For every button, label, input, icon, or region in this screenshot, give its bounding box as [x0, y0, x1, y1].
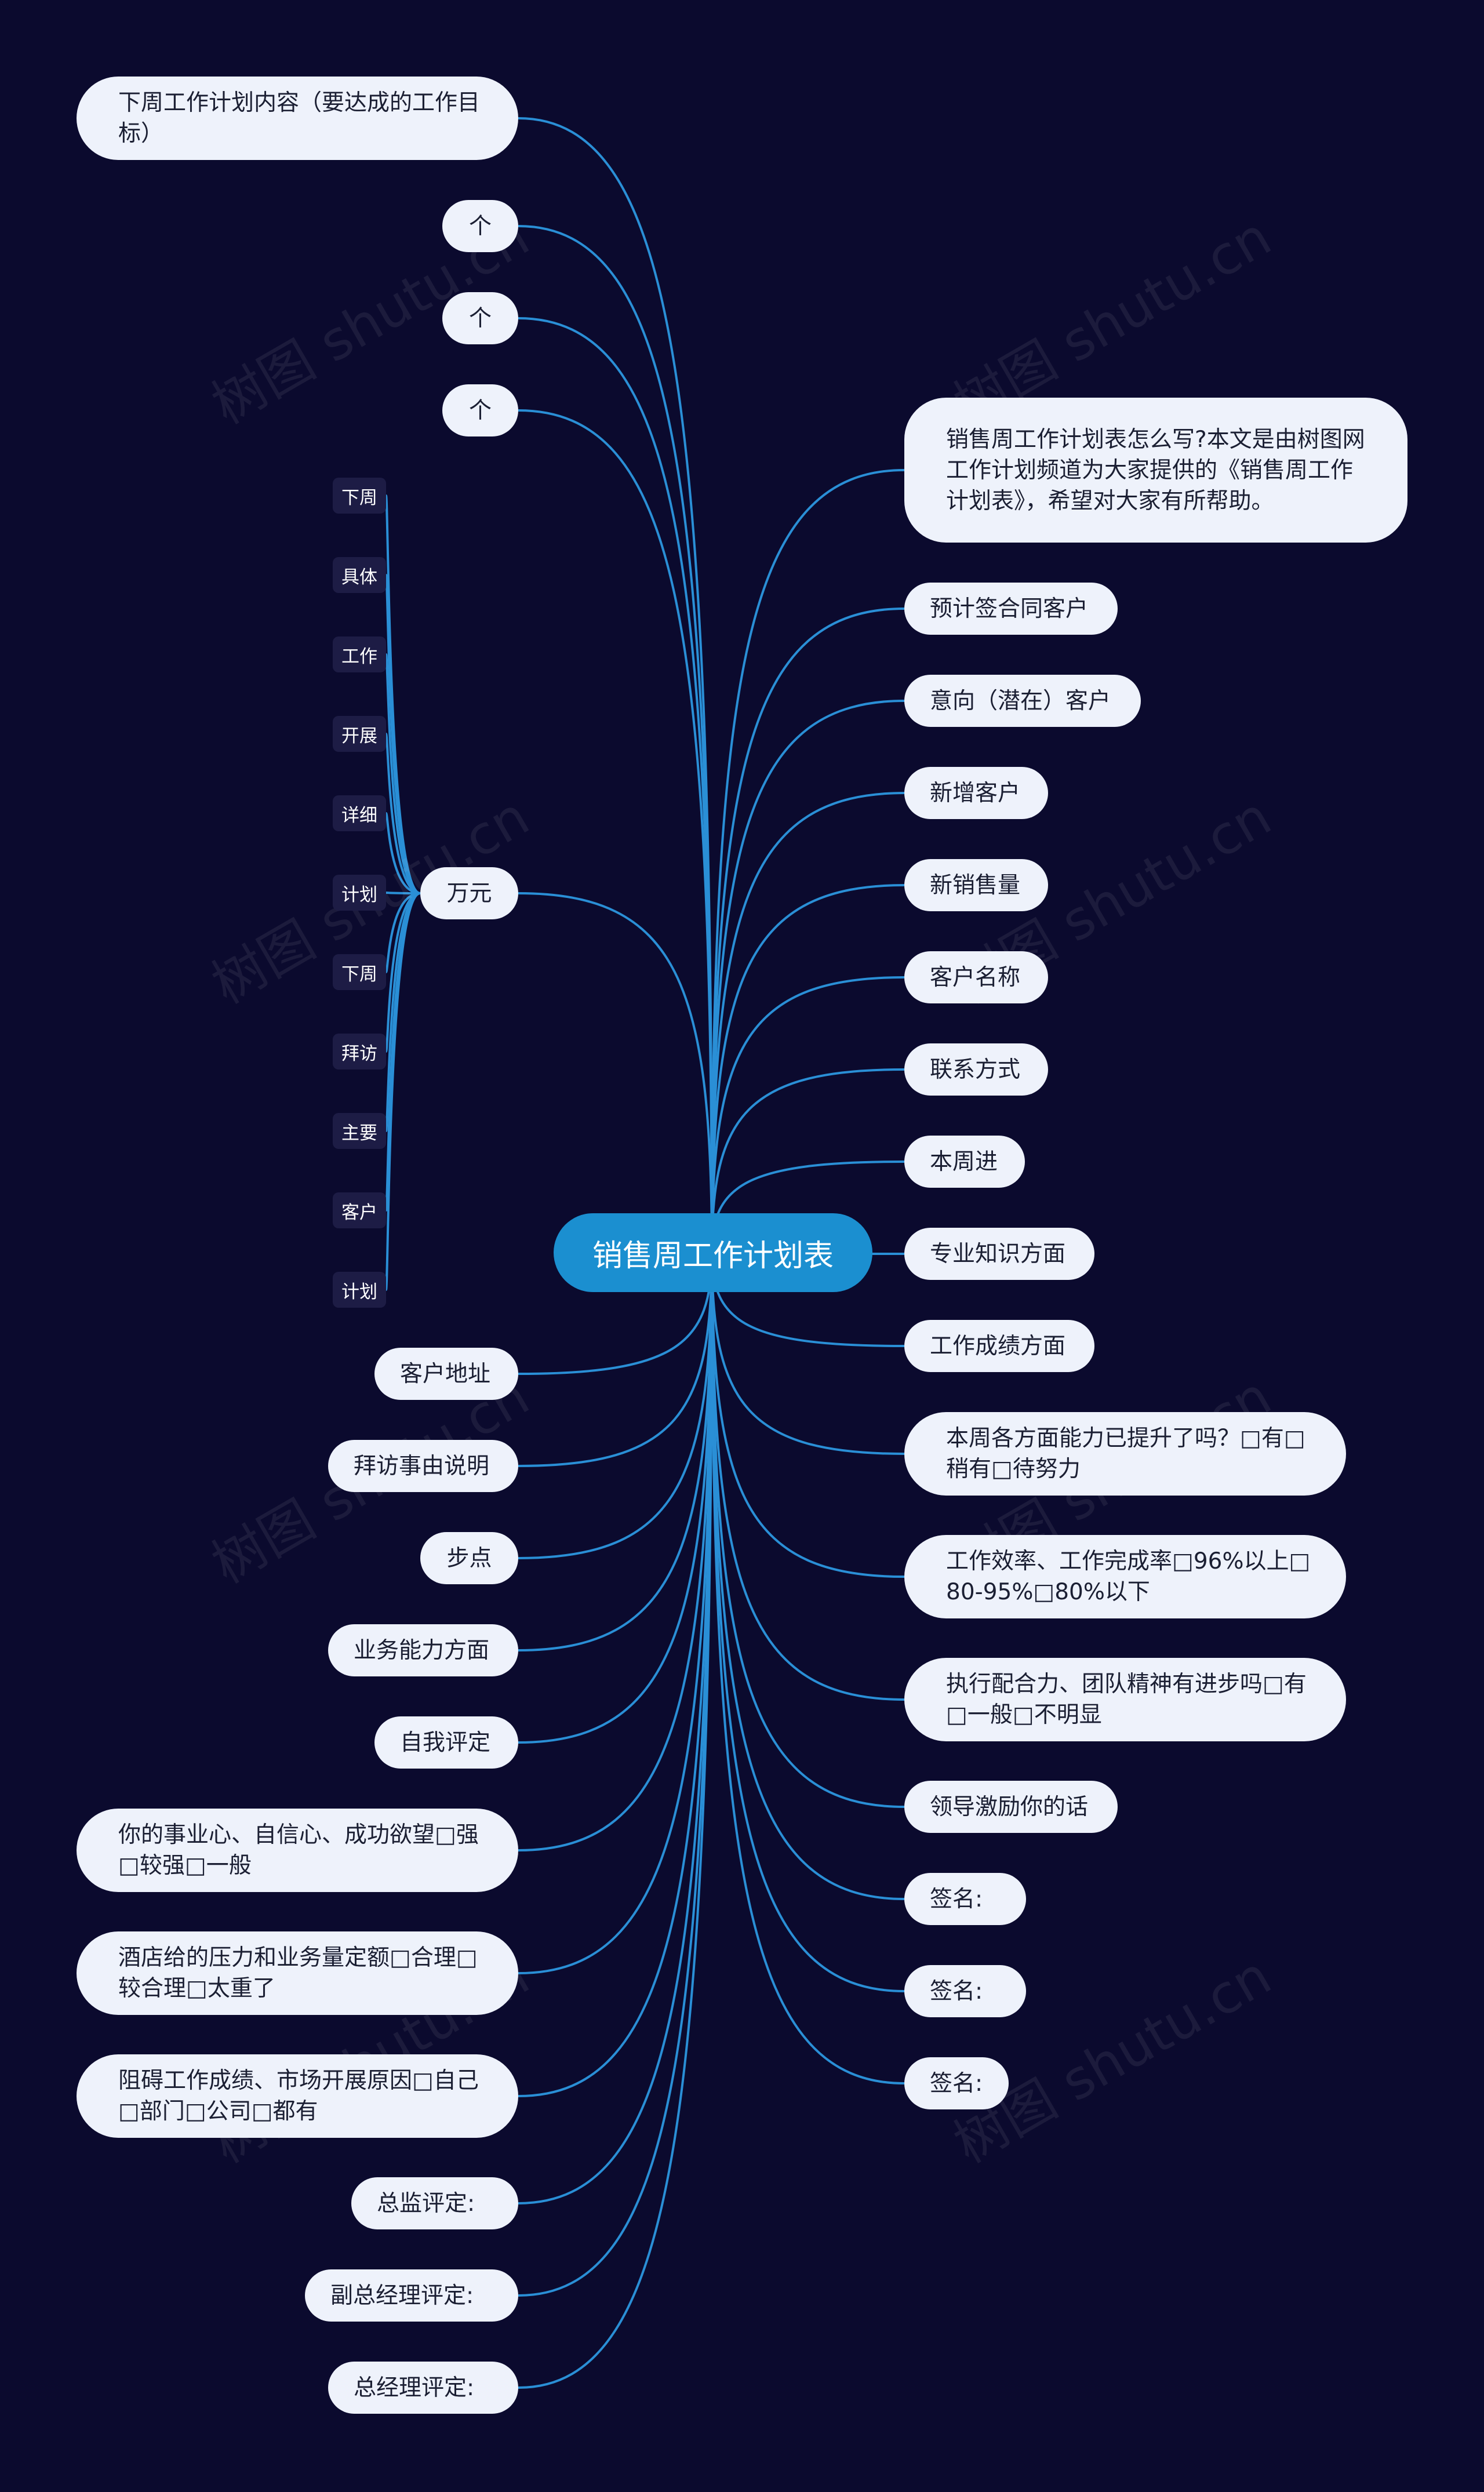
- connector-line: [385, 733, 421, 894]
- node-deputy-gm-evaluation[interactable]: 副总经理评定:: [305, 2269, 518, 2322]
- connector-line: [385, 892, 421, 973]
- node-pressure[interactable]: 酒店给的压力和业务量定额□合理□较合理□太重了: [77, 1931, 518, 2015]
- connector-line: [711, 1252, 905, 2084]
- connector-line: [385, 812, 421, 894]
- node-customer-address[interactable]: 客户地址: [374, 1348, 518, 1400]
- node-teamwork[interactable]: 执行配合力、团队精神有进步吗□有□一般□不明显: [904, 1658, 1346, 1741]
- node-ge-2[interactable]: 个: [442, 292, 518, 344]
- connector-line: [711, 1252, 905, 1992]
- node-intro[interactable]: 销售周工作计划表怎么写?本文是由树图网工作计划频道为大家提供的《销售周工作计划表…: [904, 398, 1407, 543]
- connector-line: [711, 700, 905, 1253]
- node-efficiency[interactable]: 工作效率、工作完成率□96%以上□80-95%□80%以下: [904, 1535, 1346, 1618]
- node-expected-contract[interactable]: 预计签合同客户: [904, 583, 1118, 635]
- connector-line: [711, 1252, 905, 1455]
- connector-line: [518, 1252, 713, 1744]
- connector-line: [518, 409, 713, 1253]
- node-professional-knowledge[interactable]: 专业知识方面: [904, 1228, 1094, 1280]
- node-this-week[interactable]: 本周进: [904, 1136, 1025, 1188]
- node-ability-improved[interactable]: 本周各方面能力已提升了吗？□有□稍有□待努力: [904, 1412, 1346, 1496]
- connector-line: [518, 1252, 713, 2204]
- node-potential-customer[interactable]: 意向（潜在）客户: [904, 675, 1141, 727]
- leaf-node[interactable]: 下周: [333, 478, 386, 514]
- connector-line: [711, 976, 905, 1253]
- node-ge-3[interactable]: 个: [442, 384, 518, 436]
- connector-line: [711, 1252, 905, 1578]
- connector-line: [385, 892, 421, 1053]
- connector-line: [385, 892, 421, 1132]
- node-ge-1[interactable]: 个: [442, 200, 518, 252]
- node-customer-name[interactable]: 客户名称: [904, 951, 1048, 1003]
- node-new-customer[interactable]: 新增客户: [904, 767, 1048, 819]
- leaf-node[interactable]: 具体: [333, 557, 386, 593]
- node-gm-evaluation[interactable]: 总经理评定:: [328, 2362, 518, 2414]
- leaf-node[interactable]: 拜访: [333, 1034, 386, 1069]
- node-ambition[interactable]: 你的事业心、自信心、成功欲望□强□较强□一般: [77, 1809, 518, 1892]
- connector-line: [518, 892, 713, 1253]
- leaf-node[interactable]: 计划: [333, 875, 386, 911]
- center-topic[interactable]: 销售周工作计划表: [554, 1213, 872, 1292]
- connector-line: [518, 1252, 713, 1559]
- node-contact[interactable]: 联系方式: [904, 1043, 1048, 1096]
- node-budian[interactable]: 步点: [420, 1532, 518, 1584]
- leaf-node[interactable]: 工作: [333, 636, 386, 672]
- node-leader-encouragement[interactable]: 领导激励你的话: [904, 1781, 1118, 1833]
- node-wanyuan[interactable]: 万元: [420, 867, 518, 919]
- connector-line: [711, 884, 905, 1253]
- connector-line: [518, 317, 713, 1253]
- connector-line: [518, 1252, 713, 2097]
- connector-line: [518, 1252, 713, 1467]
- leaf-node[interactable]: 详细: [333, 795, 386, 831]
- connector-line: [711, 792, 905, 1253]
- connector-line: [385, 653, 421, 894]
- connector-line: [385, 892, 421, 1291]
- leaf-node[interactable]: 开展: [333, 716, 386, 752]
- node-signature-1[interactable]: 签名:: [904, 1873, 1026, 1925]
- connector-line: [711, 1068, 905, 1253]
- leaf-node[interactable]: 主要: [333, 1113, 386, 1149]
- connector-line: [518, 117, 713, 1253]
- node-next-week-plan[interactable]: 下周工作计划内容（要达成的工作目标）: [77, 77, 518, 160]
- node-new-sales[interactable]: 新销售量: [904, 859, 1048, 911]
- connector-line: [518, 1252, 713, 1651]
- node-business-ability[interactable]: 业务能力方面: [328, 1624, 518, 1676]
- leaf-node[interactable]: 客户: [333, 1192, 386, 1228]
- connector-line: [711, 607, 905, 1253]
- node-director-evaluation[interactable]: 总监评定:: [351, 2177, 518, 2229]
- node-self-evaluation[interactable]: 自我评定: [374, 1716, 518, 1769]
- node-signature-3[interactable]: 签名:: [904, 2057, 1009, 2109]
- node-obstacle[interactable]: 阻碍工作成绩、市场开展原因□自己□部门□公司□都有: [77, 2054, 518, 2138]
- node-visit-reason[interactable]: 拜访事由说明: [328, 1440, 518, 1492]
- leaf-node[interactable]: 计划: [333, 1272, 386, 1308]
- node-work-performance[interactable]: 工作成绩方面: [904, 1320, 1094, 1372]
- connector-line: [385, 574, 421, 894]
- connector-line: [711, 469, 905, 1253]
- connector-line: [385, 494, 421, 894]
- connector-line: [518, 225, 713, 1253]
- node-signature-2[interactable]: 签名:: [904, 1965, 1026, 2017]
- connector-line: [518, 1252, 713, 2389]
- leaf-node[interactable]: 下周: [333, 954, 386, 990]
